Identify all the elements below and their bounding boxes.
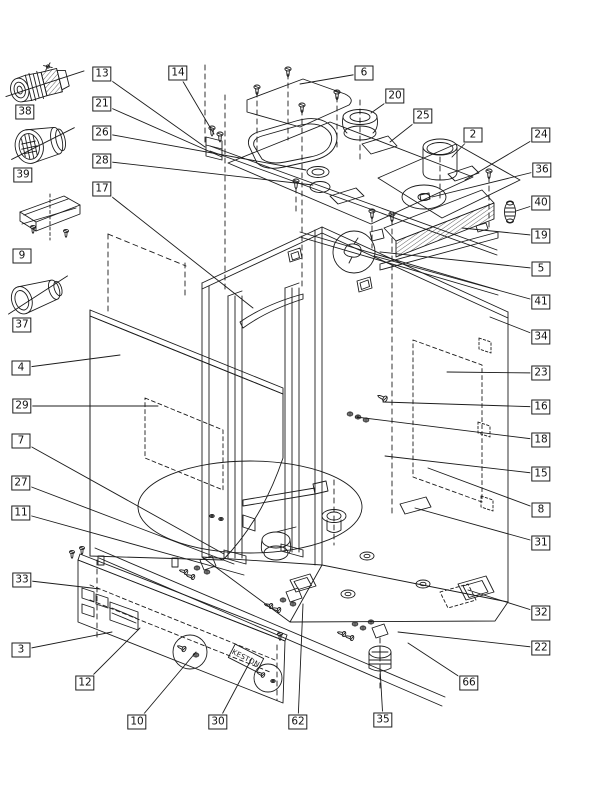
projection-lines <box>97 65 489 700</box>
callout-34: 34 <box>531 329 551 345</box>
leader-line-21 <box>102 104 222 157</box>
leader-line-35 <box>380 668 383 720</box>
leader-line-6 <box>300 73 364 84</box>
callout-15: 15 <box>531 466 551 482</box>
callout-30: 30 <box>208 714 228 730</box>
callout-38: 38 <box>15 104 35 120</box>
top-plate <box>247 66 351 127</box>
callout-23: 23 <box>531 365 551 381</box>
leader-line-62 <box>298 604 303 722</box>
callout-14: 14 <box>168 65 188 81</box>
callout-33: 33 <box>12 572 32 588</box>
callout-31: 31 <box>531 535 551 551</box>
callout-24: 24 <box>531 127 551 143</box>
callout-4: 4 <box>11 360 31 376</box>
leader-line-14 <box>178 73 214 134</box>
base-assembly <box>95 548 445 706</box>
leader-line-32 <box>468 590 541 613</box>
callout-22: 22 <box>531 640 551 656</box>
callout-66: 66 <box>459 675 479 691</box>
callout-9: 9 <box>12 248 32 264</box>
callout-17: 17 <box>92 181 112 197</box>
callout-7: 7 <box>11 433 31 449</box>
leader-line-5 <box>380 252 541 269</box>
leader-line-15 <box>385 456 541 474</box>
leader-line-26 <box>102 133 306 170</box>
leader-line-12 <box>85 628 140 683</box>
leader-line-22 <box>398 632 541 648</box>
callout-19: 19 <box>531 228 551 244</box>
leader-line-30 <box>218 658 252 722</box>
leader-line-36 <box>432 170 542 197</box>
part-thumbnail-fan-canister <box>6 120 80 167</box>
callout-27: 27 <box>11 475 31 491</box>
callout-8: 8 <box>531 502 551 518</box>
leader-line-41 <box>374 256 541 302</box>
leader-line-24 <box>465 135 541 180</box>
callout-26: 26 <box>92 125 112 141</box>
leader-line-13 <box>102 74 205 147</box>
callout-32: 32 <box>531 605 551 621</box>
leader-line-19 <box>462 228 541 236</box>
leader-line-4 <box>21 355 120 368</box>
callout-16: 16 <box>531 399 551 415</box>
leader-line-27 <box>21 483 234 564</box>
callout-28: 28 <box>92 153 112 169</box>
clip-detail-balloon <box>333 231 375 273</box>
callout-35: 35 <box>373 712 393 728</box>
right-top-panel <box>368 144 520 223</box>
leader-line-31 <box>415 508 541 543</box>
part-thumbnail-hose-stub <box>1 271 74 319</box>
leader-line-17 <box>102 189 253 308</box>
callout-62: 62 <box>288 714 308 730</box>
part-thumbnail-pump-motor-assembly <box>1 55 89 107</box>
leader-line-28 <box>102 161 313 185</box>
leader-line-8 <box>428 468 541 510</box>
leader-line-7 <box>21 441 224 554</box>
callout-12: 12 <box>75 675 95 691</box>
callout-6: 6 <box>354 65 374 81</box>
leader-line-33 <box>22 580 100 589</box>
callout-3: 3 <box>11 642 31 658</box>
callout-13: 13 <box>92 66 112 82</box>
callout-25: 25 <box>413 108 433 124</box>
callout-41: 41 <box>531 294 551 310</box>
cabinet-body <box>138 227 508 622</box>
leader-line-18 <box>356 417 541 440</box>
leader-line-3 <box>21 632 112 650</box>
kick-panel: KESTON <box>69 546 287 703</box>
side-panel <box>90 310 283 567</box>
part-thumbnail-mounting-bracket <box>20 194 80 240</box>
trim-strips <box>206 125 498 295</box>
callout-37: 37 <box>12 317 32 333</box>
leader-line-66 <box>408 643 469 683</box>
callout-2: 2 <box>463 127 483 143</box>
leader-lines <box>21 73 542 722</box>
callout-40: 40 <box>531 195 551 211</box>
callout-39: 39 <box>13 167 33 183</box>
insulation-box <box>380 190 498 270</box>
leader-line-10 <box>137 652 196 722</box>
callout-29: 29 <box>12 398 32 414</box>
leader-line-16 <box>383 402 541 407</box>
grommet-part <box>505 201 516 223</box>
callout-10: 10 <box>127 714 147 730</box>
leader-line-11 <box>21 513 244 575</box>
leader-line-23 <box>447 372 541 373</box>
callout-36: 36 <box>532 162 552 178</box>
callout-21: 21 <box>92 96 112 112</box>
callout-18: 18 <box>531 432 551 448</box>
callout-20: 20 <box>385 88 405 104</box>
callout-11: 11 <box>11 505 31 521</box>
callout-5: 5 <box>531 261 551 277</box>
